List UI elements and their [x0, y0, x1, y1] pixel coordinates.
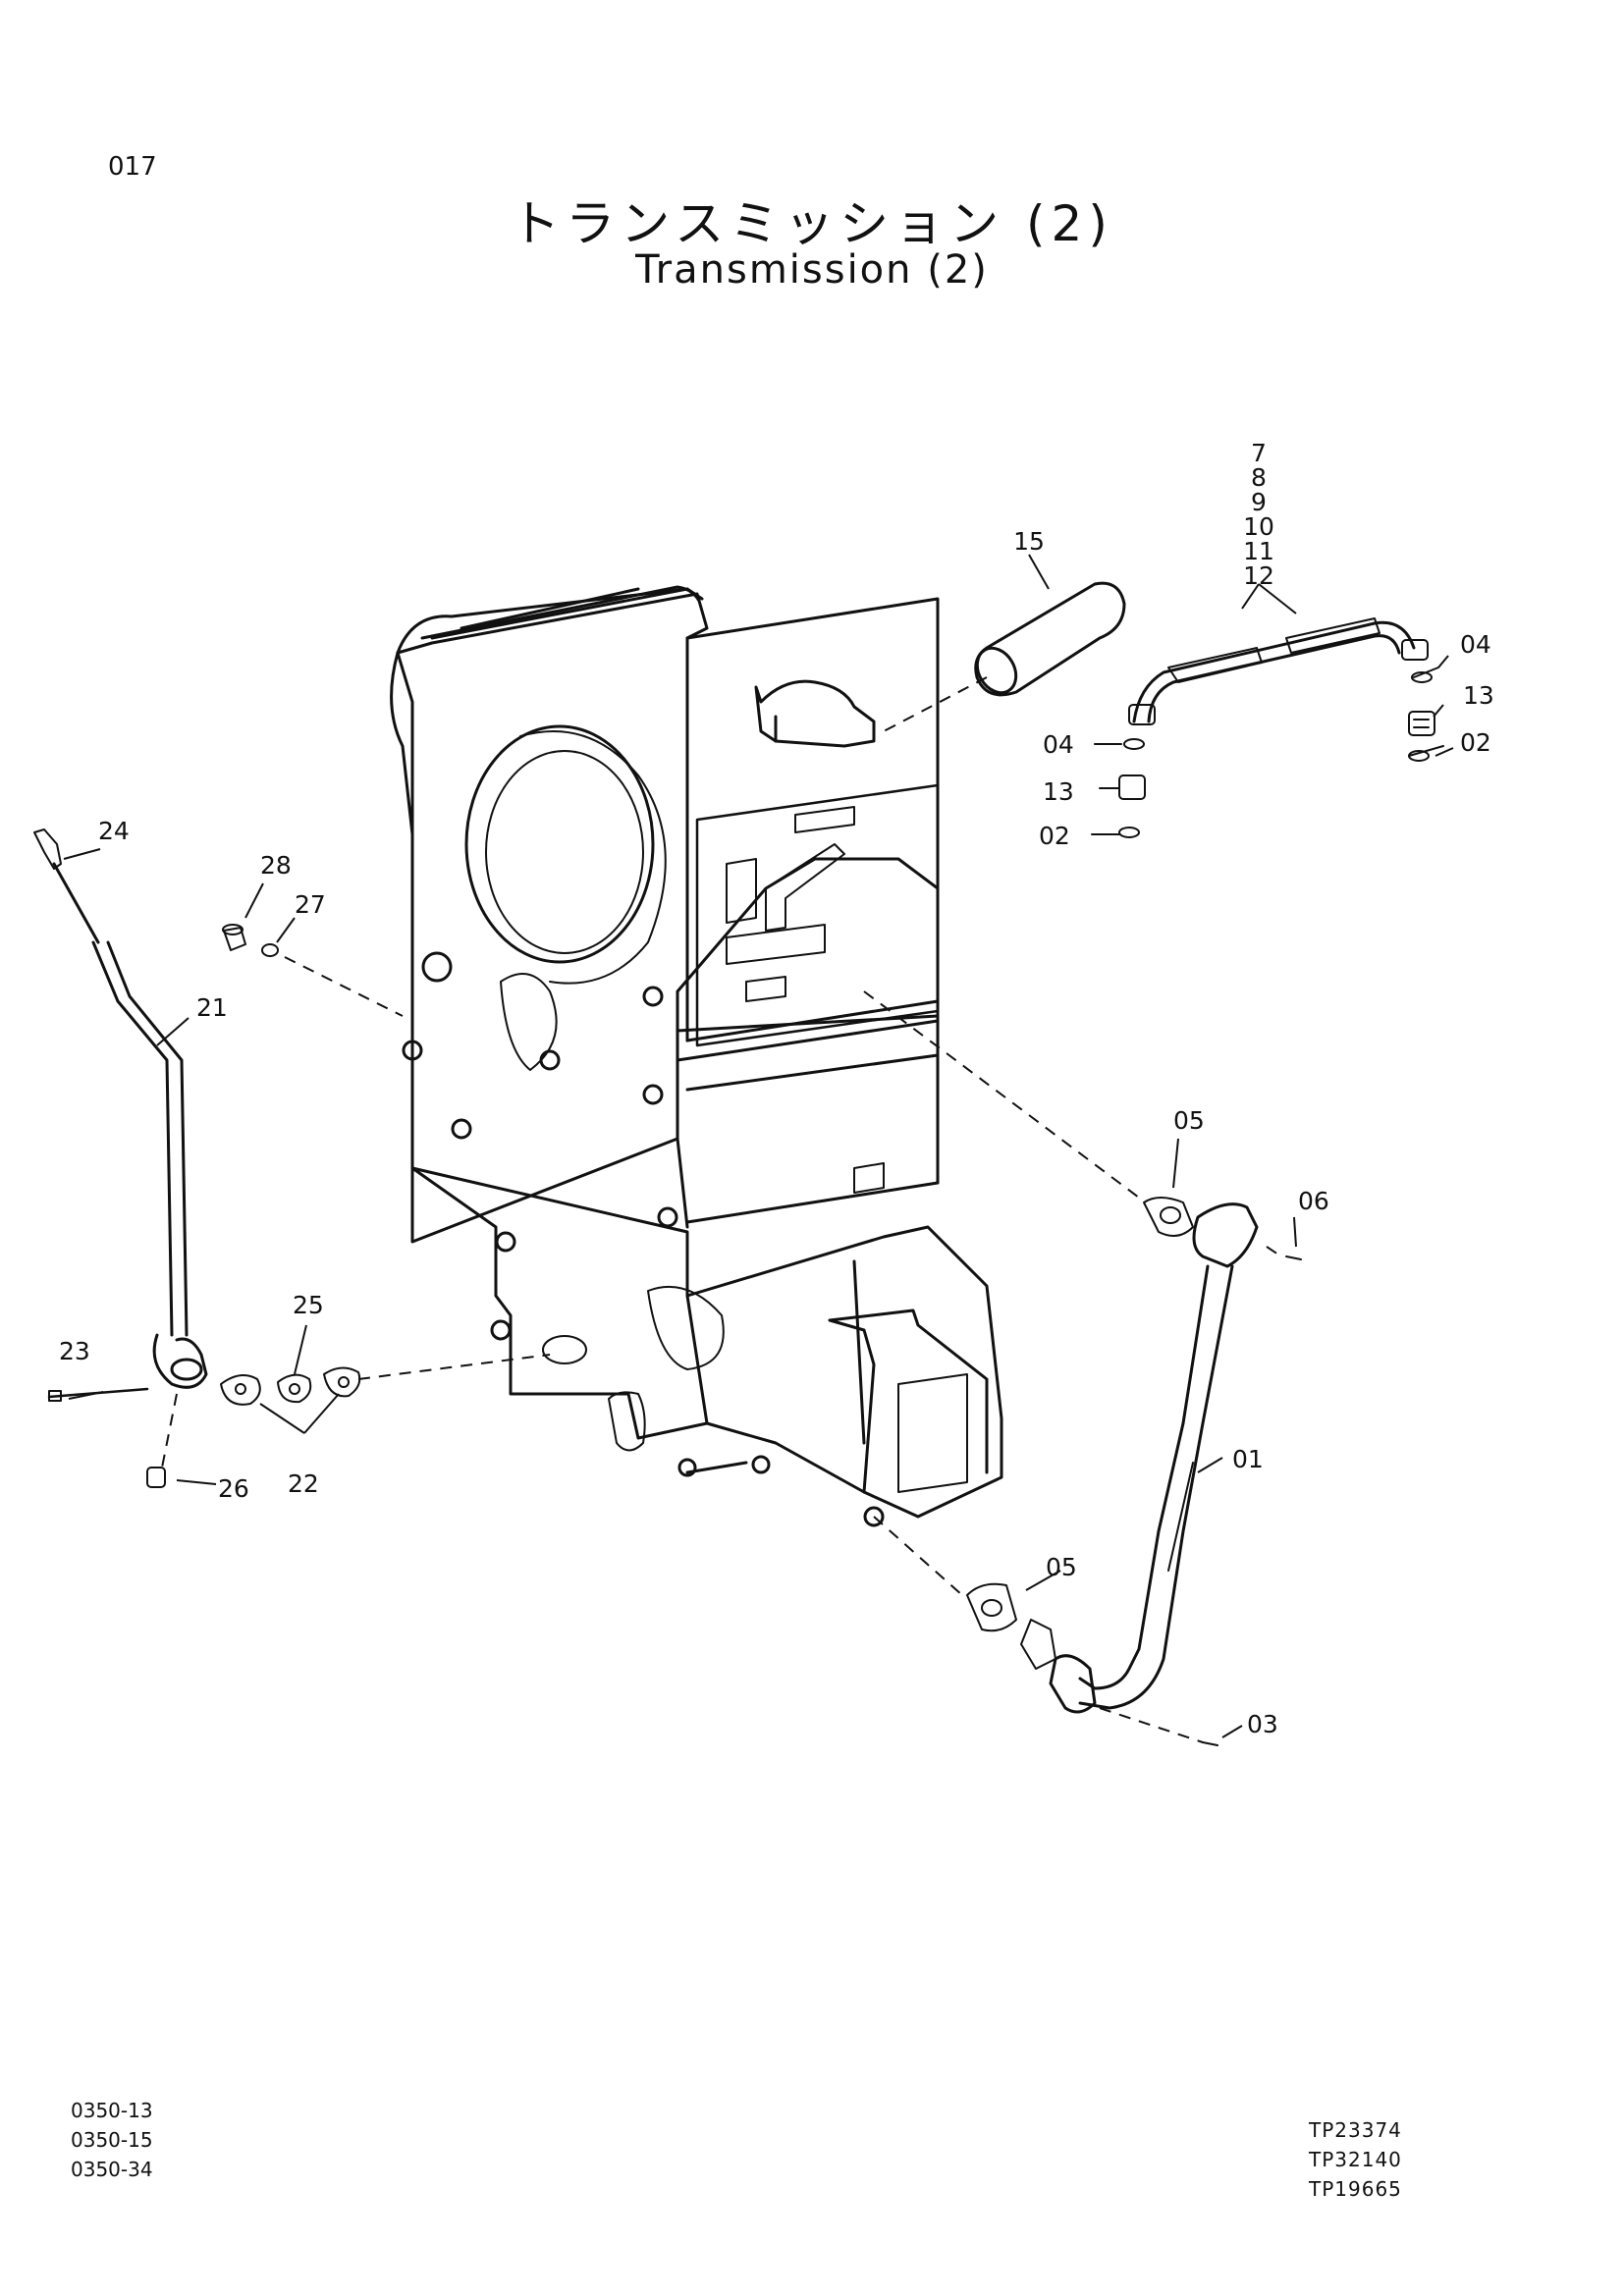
callout-10: 10: [1243, 512, 1274, 541]
reference-codes-left: 0350-13 0350-15 0350-34: [71, 2096, 153, 2184]
transmission-case-upper: [390, 585, 940, 1244]
page-title-english: Transmission (2): [635, 247, 989, 293]
callout-8: 8: [1251, 463, 1267, 492]
callout-12: 12: [1243, 561, 1274, 590]
callout-13-right: 13: [1463, 681, 1494, 710]
callout-06: 06: [1298, 1187, 1329, 1215]
plug-and-o-ring: [222, 924, 279, 957]
callout-22: 22: [288, 1469, 319, 1498]
callout-05-lower: 05: [1046, 1553, 1077, 1581]
callout-pointers: [63, 554, 1454, 1738]
reference-code: TP23374: [1309, 2118, 1402, 2142]
oil-pipe: [966, 1197, 1302, 1746]
reference-code: 0350-13: [71, 2099, 153, 2122]
callout-25: 25: [293, 1291, 324, 1319]
callout-04-right: 04: [1460, 630, 1491, 659]
callout-7: 7: [1251, 439, 1267, 467]
callout-02-left: 02: [1039, 822, 1070, 850]
page-number: 017: [108, 152, 157, 182]
callout-11: 11: [1243, 537, 1274, 565]
reference-code: 0350-34: [71, 2158, 153, 2181]
callout-04-left: 04: [1043, 730, 1074, 759]
dipstick-assembly: [33, 828, 208, 1389]
filter-cartridge: [974, 581, 1126, 697]
callout-28: 28: [260, 851, 292, 880]
reference-code: TP32140: [1309, 2148, 1402, 2171]
transmission-case-lower: [410, 1166, 1003, 1527]
callout-26: 26: [218, 1474, 249, 1503]
callout-24: 24: [98, 817, 130, 845]
page-title-japanese: トランスミッション (2): [511, 195, 1113, 252]
callout-15: 15: [1013, 527, 1045, 556]
reference-codes-right: TP23374 TP32140 TP19665: [1309, 2115, 1402, 2204]
hose-assembly: [1128, 617, 1429, 725]
callout-03: 03: [1247, 1710, 1278, 1738]
callout-9: 9: [1251, 488, 1267, 516]
callout-23: 23: [59, 1337, 90, 1365]
callout-01: 01: [1232, 1445, 1264, 1473]
callout-27: 27: [295, 890, 326, 919]
fittings-right: [1091, 667, 1444, 838]
callout-21: 21: [196, 993, 228, 1022]
assembly-leader-lines: [161, 676, 1282, 1743]
callout-13-left: 13: [1043, 777, 1074, 806]
reference-code: TP19665: [1309, 2177, 1402, 2201]
reference-code: 0350-15: [71, 2128, 153, 2152]
callout-02-right: 02: [1460, 728, 1491, 757]
callout-05-upper: 05: [1173, 1106, 1205, 1135]
